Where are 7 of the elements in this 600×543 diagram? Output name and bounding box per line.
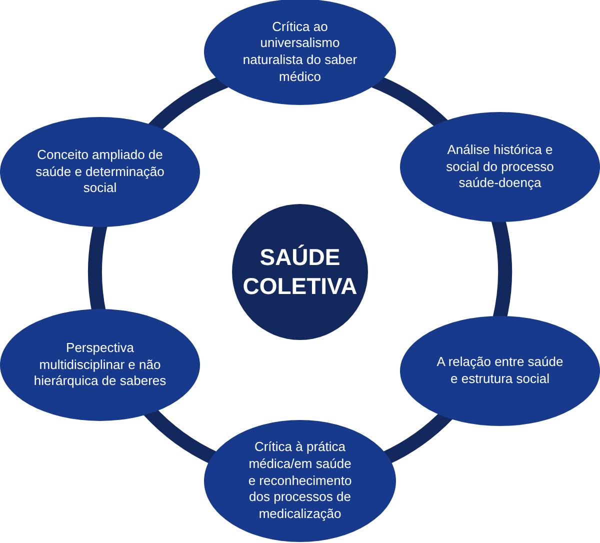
- topic-text: A relação entre saúde e estrutura social: [436, 354, 564, 388]
- topic-text: Perspectiva multidisciplinar e não hierárquica de saberes: [32, 340, 168, 390]
- topic-text: Análise histórica e social do processo saúde-doença: [445, 142, 555, 192]
- topic-text: Crítica ao universalismo naturalista do saber médico: [242, 18, 358, 86]
- hub-title: SAÚDE COLETIVA: [242, 242, 358, 301]
- topic-text: Crítica à prática médica/em saúde e reconhecimento dos processos de medicalização: [247, 439, 353, 523]
- topic-text: Conceito ampliado de saúde e determinação social: [34, 147, 166, 197]
